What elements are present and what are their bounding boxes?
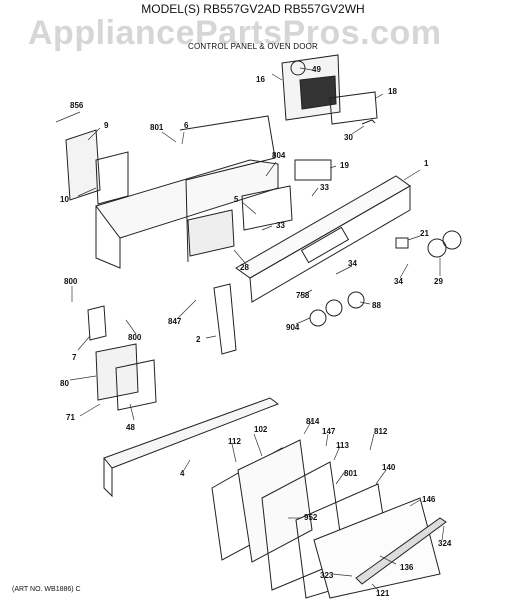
callout-2: 2 bbox=[196, 335, 201, 344]
callout-4: 4 bbox=[180, 469, 185, 478]
callout-324: 324 bbox=[438, 539, 452, 548]
callout-102: 102 bbox=[254, 425, 268, 434]
callout-30: 30 bbox=[344, 133, 353, 142]
part-5 bbox=[241, 185, 293, 231]
part-324-handle bbox=[355, 517, 447, 585]
model-title: MODEL(S) RB557GV2AD RB557GV2WH bbox=[141, 2, 365, 16]
callout-18: 18 bbox=[388, 87, 397, 96]
callout-28: 28 bbox=[240, 263, 249, 272]
callout-6: 6 bbox=[184, 121, 189, 130]
part-88-knob-c bbox=[347, 291, 365, 309]
callout-9: 9 bbox=[104, 121, 109, 130]
callout-812: 812 bbox=[374, 427, 388, 436]
callout-146: 146 bbox=[422, 495, 436, 504]
section-title: CONTROL PANEL & OVEN DOOR bbox=[187, 42, 319, 51]
callout-904: 904 bbox=[286, 323, 300, 332]
callout-323: 323 bbox=[320, 571, 334, 580]
callout-34: 34 bbox=[348, 259, 357, 268]
callout-19: 19 bbox=[340, 161, 349, 170]
part-29-knob-b bbox=[442, 230, 462, 250]
part-2 bbox=[213, 283, 237, 355]
callout-121: 121 bbox=[376, 589, 390, 598]
callout-88: 88 bbox=[372, 301, 381, 310]
callout-48: 48 bbox=[126, 423, 135, 432]
part-28-board bbox=[187, 209, 235, 257]
callout-804: 804 bbox=[272, 151, 286, 160]
callout-800: 800 bbox=[128, 333, 142, 342]
callout-800: 800 bbox=[64, 277, 78, 286]
callout-80: 80 bbox=[60, 379, 69, 388]
callout-801: 801 bbox=[150, 123, 164, 132]
callout-33: 33 bbox=[320, 183, 329, 192]
part-19 bbox=[294, 159, 332, 181]
part-18 bbox=[329, 91, 378, 125]
callout-71: 71 bbox=[66, 413, 75, 422]
part-136-outer-glass bbox=[313, 497, 441, 599]
part-knob-bracket bbox=[281, 54, 341, 121]
callout-758: 758 bbox=[296, 291, 310, 300]
callout-113: 113 bbox=[336, 441, 349, 450]
callout-49: 49 bbox=[312, 65, 321, 74]
part-21 bbox=[395, 237, 409, 249]
art-number: (ART NO. WB1886) C bbox=[12, 586, 81, 593]
part-80 bbox=[95, 343, 139, 401]
callout-952: 952 bbox=[304, 513, 318, 522]
part-88-knob-b bbox=[325, 299, 343, 317]
part-30 bbox=[361, 119, 376, 125]
part-6-backguard bbox=[95, 115, 279, 269]
part-10 bbox=[95, 151, 129, 205]
watermark: AppliancePartsPros.com bbox=[28, 14, 442, 52]
callout-29: 29 bbox=[434, 277, 443, 286]
callout-140: 140 bbox=[382, 463, 396, 472]
callout-136: 136 bbox=[400, 563, 414, 572]
part-1-control-panel bbox=[235, 175, 411, 303]
callout-10: 10 bbox=[60, 195, 69, 204]
callout-5: 5 bbox=[234, 195, 239, 204]
callout-33: 33 bbox=[276, 221, 285, 230]
part-102-glass bbox=[237, 439, 313, 563]
callout-21: 21 bbox=[420, 229, 429, 238]
callout-16: 16 bbox=[256, 75, 265, 84]
part-29-knob-a bbox=[427, 238, 447, 258]
callout-34: 34 bbox=[394, 277, 403, 286]
callout-147: 147 bbox=[322, 427, 336, 436]
part-48 bbox=[115, 359, 157, 411]
callout-856: 856 bbox=[70, 101, 84, 110]
callout-801: 801 bbox=[344, 469, 358, 478]
callout-7: 7 bbox=[72, 353, 77, 362]
part-88-knob-a bbox=[309, 309, 327, 327]
callout-814: 814 bbox=[306, 417, 320, 426]
callout-112: 112 bbox=[228, 437, 241, 446]
part-4-door-trim bbox=[103, 397, 280, 469]
callout-1: 1 bbox=[424, 159, 429, 168]
part-9 bbox=[65, 129, 101, 201]
part-7 bbox=[87, 305, 107, 341]
callout-847: 847 bbox=[168, 317, 182, 326]
